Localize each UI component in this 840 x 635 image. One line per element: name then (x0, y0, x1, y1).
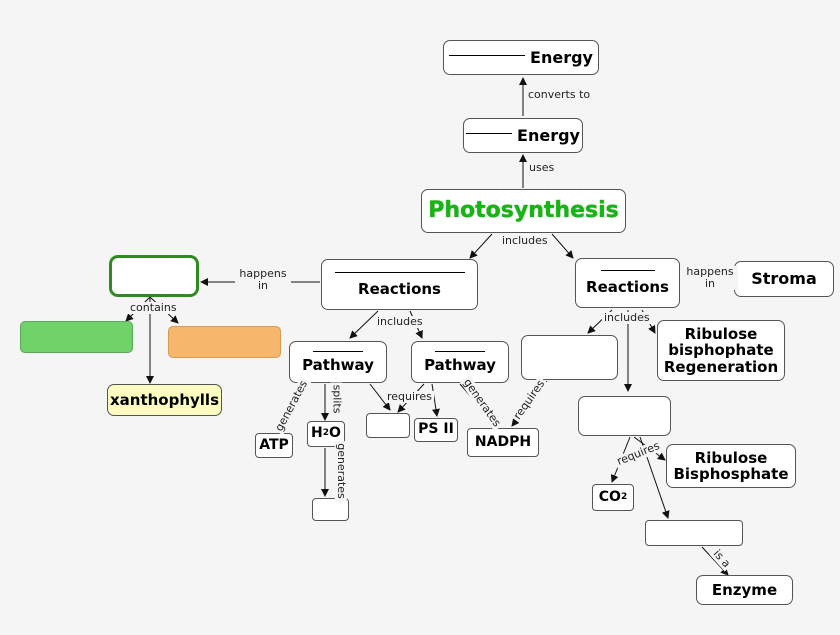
link-includes-left: includes (375, 315, 425, 328)
pathway-left-node[interactable]: Pathway (289, 341, 387, 383)
ribulose-bisphosphate-node[interactable]: Ribulose Bisphosphate (666, 444, 796, 488)
link-contains: contains (128, 301, 179, 314)
pathway-right-node[interactable]: Pathway (411, 341, 509, 383)
atp-node[interactable]: ATP (255, 433, 293, 458)
blank-line (435, 350, 485, 352)
light-reaction-blank[interactable] (366, 413, 410, 438)
oxygen-blank[interactable] (312, 498, 349, 521)
reactions-right-label: Reactions (586, 278, 669, 297)
pathway-right-label: Pathway (424, 355, 496, 374)
carbon-fixation-blank[interactable] (578, 396, 671, 436)
blank-line (313, 350, 363, 352)
chloroplast-blank-node[interactable] (109, 255, 199, 297)
blank-line (449, 55, 526, 56)
stroma-node[interactable]: Stroma (734, 261, 834, 297)
photosynthesis-node[interactable]: Photosynthesis (421, 189, 626, 233)
reactions-right-node[interactable]: Reactions (575, 258, 680, 308)
link-includes-right: includes (602, 311, 652, 324)
energy-top-label: Energy (530, 47, 593, 67)
reactions-left-node[interactable]: Reactions (321, 259, 478, 310)
h2o-label: H (311, 425, 323, 442)
link-happens-in-left: happens in (235, 268, 291, 292)
pathway-left-label: Pathway (302, 355, 374, 374)
energy-top-node[interactable]: Energy (443, 40, 599, 75)
xanthophylls-label: xanthophylls (109, 390, 220, 409)
rubisco-blank[interactable] (645, 520, 743, 546)
ps2-label: PS II (418, 421, 454, 438)
orange-pigment-blank[interactable] (168, 326, 281, 358)
photosynthesis-title: Photosynthesis (428, 197, 619, 223)
ribulose-regeneration-label: Ribulose bisphophate Regeneration (663, 324, 779, 376)
link-requires-mid: requires (385, 390, 434, 403)
blank-line (334, 271, 465, 273)
blank-line (466, 133, 513, 134)
link-converts-to: converts to (526, 88, 593, 101)
link-uses: uses (527, 161, 557, 174)
atp-label: ATP (259, 436, 289, 453)
blank-line (600, 270, 655, 272)
ribulose-bisphosphate-label: Ribulose Bisphosphate (673, 448, 789, 483)
h2o-subscript: 2 (322, 428, 330, 439)
link-splits: splits (330, 382, 344, 416)
calvin-cycle-blank[interactable] (521, 335, 618, 380)
reactions-left-label: Reactions (358, 279, 441, 298)
link-happens-in-right: happens in (682, 266, 738, 290)
co2-subscript: 2 (620, 491, 628, 502)
nadph-label: NADPH (474, 433, 532, 450)
energy-mid-label: Energy (517, 125, 580, 145)
enzyme-label: Enzyme (711, 580, 778, 599)
co2-label: CO (598, 488, 621, 505)
green-pigment-blank[interactable] (20, 321, 133, 353)
link-includes-top: includes (500, 234, 550, 247)
nadph-node[interactable]: NADPH (467, 428, 539, 457)
energy-mid-node[interactable]: Energy (463, 118, 583, 153)
stroma-label: Stroma (751, 269, 817, 289)
enzyme-node[interactable]: Enzyme (696, 575, 793, 605)
link-generates-h2o: generates (334, 441, 348, 501)
ps2-node[interactable]: PS II (414, 418, 458, 442)
xanthophylls-node[interactable]: xanthophylls (107, 384, 222, 416)
h2o-label-tail: O (329, 425, 341, 442)
ribulose-regeneration-node[interactable]: Ribulose bisphophate Regeneration (657, 320, 785, 381)
